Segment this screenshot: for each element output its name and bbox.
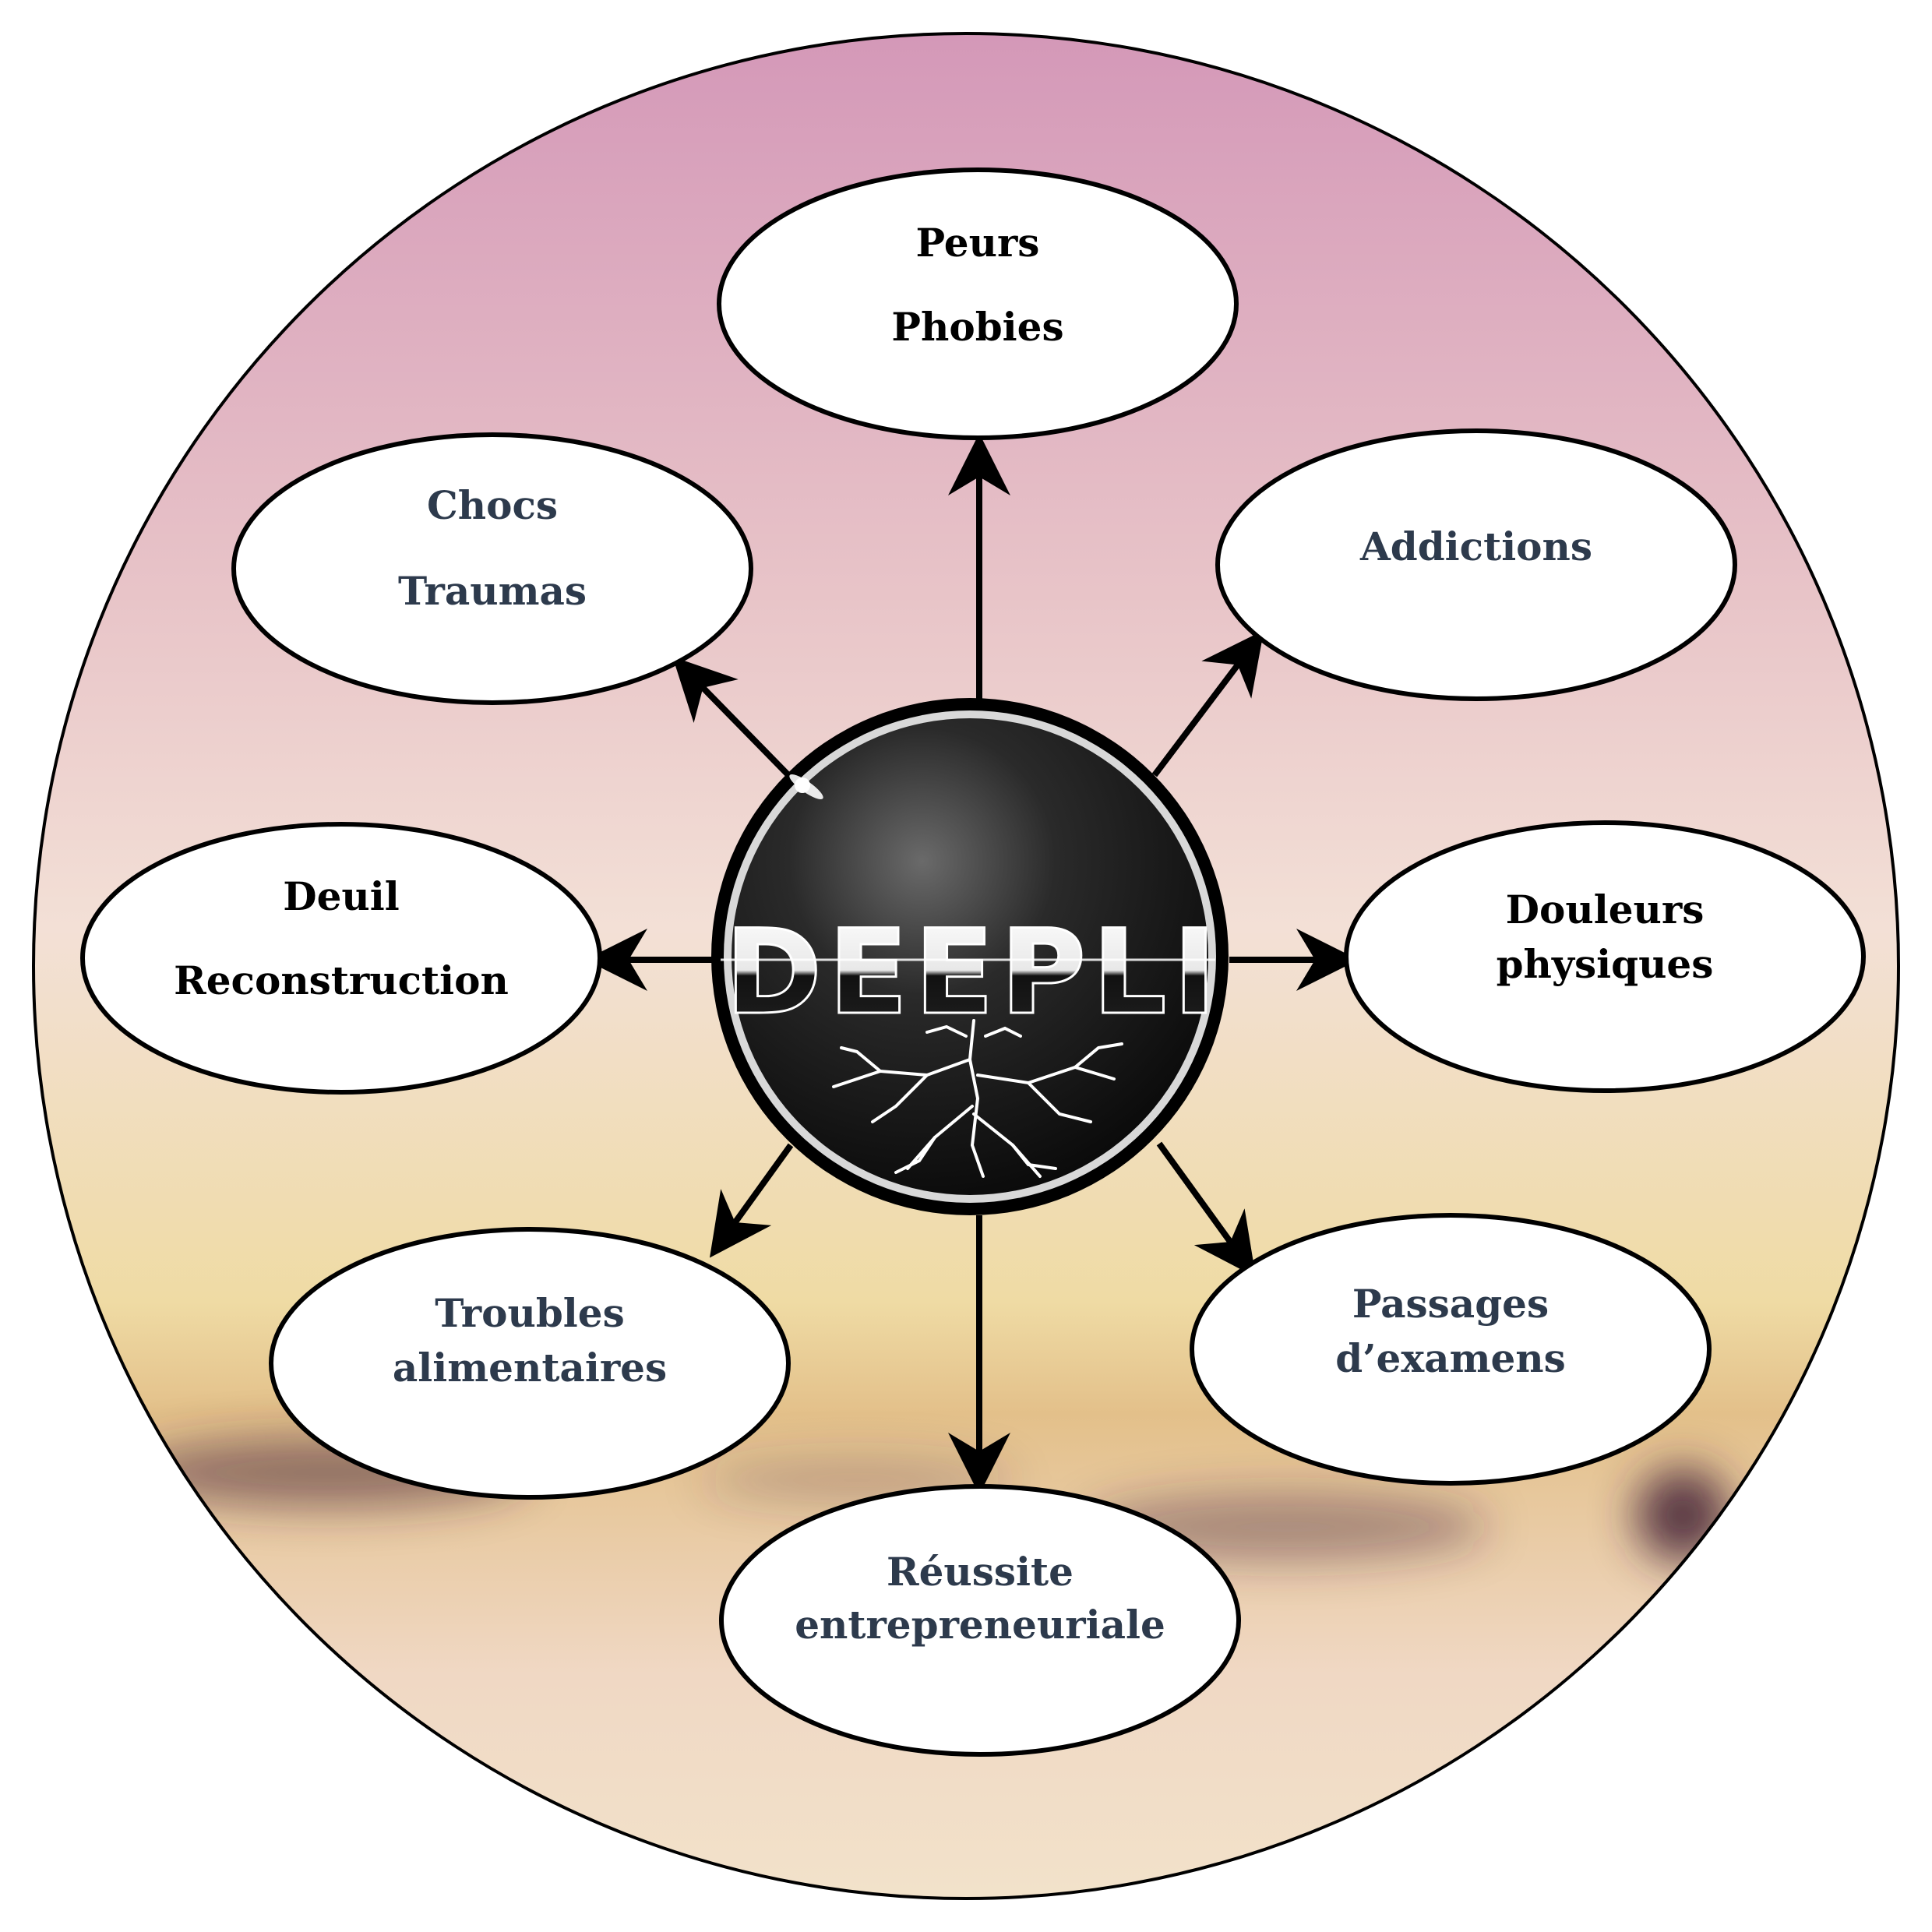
node-passages-examens: Passages d’examens [1190,1213,1712,1486]
deepli-logo: DEEPLI [711,698,1229,1215]
node-label-line: Passages [1352,1281,1549,1327]
arrows-group [585,433,1359,1495]
logo-wordmark: DEEPLI [725,905,1223,1041]
arrow-to-passages-examens [1156,1141,1257,1278]
node-troubles-alimentaires: Troubles alimentaires [269,1227,791,1500]
node-reussite-entrepreneuriale: Réussite entrepreneuriale [719,1484,1241,1757]
arrow-to-chocs-traumas [672,656,793,780]
node-label-line: d’examens [1335,1335,1566,1381]
node-label-line: Douleurs [1506,887,1705,933]
node-ellipse [719,1484,1241,1757]
node-ellipse [231,432,753,705]
node-label-line: Chocs [427,482,558,528]
node-addictions: Addictions [1215,428,1737,701]
arrow-to-addictions [1151,629,1264,777]
node-label-line: Réussite [887,1549,1074,1595]
node-ellipse [80,822,602,1095]
node-label-line: alimentaires [393,1345,667,1391]
roots-decoration [832,1019,1123,1178]
node-label-line: physiques [1497,941,1714,987]
node-ellipse [269,1227,791,1500]
arrow-to-troubles-alimentaires [709,1143,794,1258]
node-douleurs-physiques: Douleurs physiques [1344,820,1866,1093]
node-label-line: Phobies [891,304,1063,350]
node-ellipse [1215,428,1737,701]
moon-roots-logo-icon [732,718,1208,1195]
node-label-line: Reconstruction [174,957,509,1003]
node-label-line: Addictions [1359,524,1592,569]
node-ellipse [717,167,1239,440]
node-label-line: Troubles [435,1290,625,1336]
node-label-line: Traumas [398,568,587,614]
node-ellipse [1344,820,1866,1093]
node-label-line: entrepreneuriale [795,1602,1165,1648]
nodes-group: PeursPhobiesAddictionsDouleursphysiquesP… [80,167,1866,1757]
node-ellipse [1190,1213,1712,1486]
node-label-line: Peurs [916,220,1040,266]
node-label-line: Deuil [283,873,400,919]
